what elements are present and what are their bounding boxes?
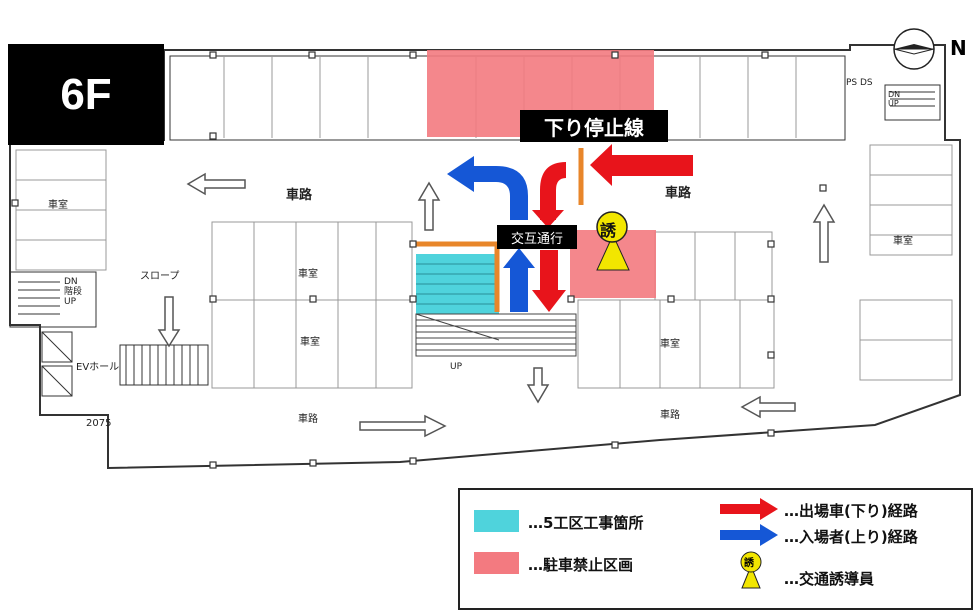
car-room-right: 車室: [893, 236, 913, 247]
legend-exit-arrow-icon: [720, 498, 778, 520]
construction-lines: [416, 263, 499, 305]
compass-label: N: [950, 36, 967, 60]
ps-ds-label: PS DS: [846, 78, 873, 88]
legend-exit-route: …出場車(下り)経路: [784, 502, 918, 520]
floor-badge: 6F: [8, 44, 164, 145]
up-label: UP: [450, 362, 463, 372]
columns: [11, 51, 827, 469]
right-stalls: [859, 144, 953, 381]
car-room-center-top: 車室: [298, 269, 318, 280]
road-arrows: [157, 172, 836, 438]
car-room-center-left: 車室: [300, 337, 320, 348]
guide-badge-text: 誘: [600, 221, 617, 240]
legend-guide-badge: 誘: [744, 558, 754, 569]
entry-route-arrow: [447, 156, 535, 312]
dn-up-right-label: DN UP: [888, 90, 901, 108]
car-room-left: 車室: [48, 200, 68, 211]
dn-stairs-label: DN 階段 UP: [64, 277, 83, 307]
ev-hall-label: EVホール: [76, 362, 120, 373]
road-bottom-left: 車路: [298, 414, 318, 425]
exit-route-arrow: [532, 144, 693, 312]
orange-barrier: [414, 148, 584, 312]
legend-entry-route: …入場者(上り)経路: [784, 528, 918, 546]
left-stalls: [15, 149, 107, 271]
legend-swatch-no-parking: [474, 552, 519, 574]
legend-construction: …5工区工事箇所: [528, 514, 644, 532]
road-top-right: 車路: [665, 186, 692, 201]
left-stairs: [9, 271, 97, 397]
slope-ramp: [119, 344, 209, 386]
slope-label: スロープ: [140, 271, 180, 282]
road-top-left: 車路: [286, 188, 313, 203]
legend: …5工区工事箇所 …駐車禁止区画 …出場車(下り)経路 …入場者(上り)経路 誘…: [458, 488, 973, 610]
car-room-center-right: 車室: [660, 339, 680, 350]
road-bottom-right: 車路: [660, 410, 680, 421]
stop-line-label: 下り停止線: [520, 110, 668, 142]
legend-guide-icon: [740, 551, 762, 589]
alternating-traffic-label: 交互通行: [497, 225, 577, 249]
compass-icon: [893, 28, 935, 70]
legend-guide: …交通誘導員: [784, 570, 875, 588]
right-stairs: [884, 84, 941, 121]
guide-icon: [596, 211, 630, 271]
dimension-label: 2075: [86, 418, 112, 429]
legend-entry-arrow-icon: [720, 524, 778, 546]
legend-swatch-construction: [474, 510, 519, 532]
legend-no-parking: …駐車禁止区画: [528, 556, 634, 574]
center-stairs: [415, 313, 577, 357]
